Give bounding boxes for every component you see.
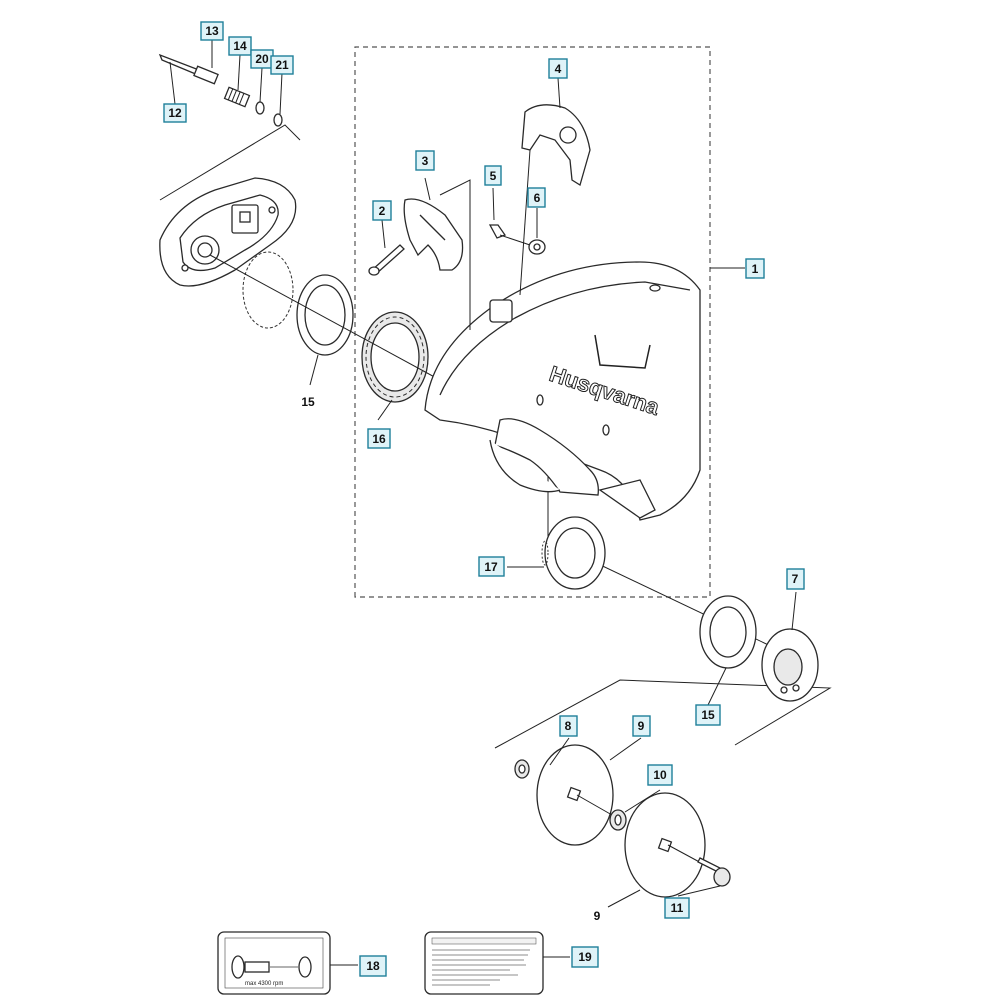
callout-4[interactable]: 4	[548, 58, 568, 79]
callout-20[interactable]: 20	[250, 49, 274, 69]
svg-text:12: 12	[168, 106, 182, 120]
part-4-bracket	[519, 104, 591, 296]
part-15-ring-upper	[296, 274, 354, 356]
axis-line-upper	[209, 254, 441, 381]
callout-15-upper: 15	[301, 395, 315, 409]
callout-21[interactable]: 21	[270, 55, 294, 75]
callout-1[interactable]: 1	[745, 258, 765, 279]
svg-text:14: 14	[233, 39, 247, 53]
svg-text:21: 21	[275, 58, 289, 72]
svg-text:11: 11	[671, 901, 684, 915]
callout-7[interactable]: 7	[786, 568, 805, 590]
callout-13[interactable]: 13	[200, 21, 224, 41]
callout-18[interactable]: 18	[359, 955, 387, 977]
part-15-ring-lower	[699, 595, 757, 669]
assembly-boundary	[354, 46, 711, 598]
svg-text:10: 10	[653, 768, 667, 782]
svg-text:8: 8	[565, 719, 572, 733]
svg-text:9: 9	[594, 909, 601, 923]
group-outline-upper	[159, 124, 301, 201]
decal-18-rpm: max 4300 rpm	[245, 981, 283, 987]
group-outline-lower	[494, 679, 832, 749]
svg-text:2: 2	[379, 204, 386, 218]
blade-guard: Husqvarna	[424, 261, 701, 521]
callout-17[interactable]: 17	[478, 556, 505, 577]
svg-text:6: 6	[534, 191, 541, 205]
callout-9-upper[interactable]: 9	[632, 715, 651, 737]
gasket-dashed	[242, 251, 294, 329]
back-plate-assembly	[159, 177, 297, 287]
part-3-bracket	[403, 179, 471, 330]
svg-text:13: 13	[205, 24, 219, 38]
part-2-screw	[368, 244, 405, 276]
callout-5[interactable]: 5	[484, 165, 502, 186]
svg-text:4: 4	[555, 62, 562, 76]
svg-text:19: 19	[578, 950, 592, 964]
callout-19[interactable]: 19	[571, 946, 599, 968]
svg-text:15: 15	[301, 395, 315, 409]
callout-14[interactable]: 14	[228, 36, 252, 56]
part-17-ring	[541, 516, 606, 590]
svg-text:5: 5	[490, 169, 497, 183]
part-9-disc-upper	[536, 744, 614, 846]
part-7-flange	[761, 628, 819, 702]
callout-2[interactable]: 2	[372, 200, 392, 221]
callout-9-lower: 9	[594, 909, 601, 923]
svg-text:18: 18	[366, 959, 380, 973]
callout-12[interactable]: 12	[163, 103, 187, 123]
part-11-bolt	[697, 857, 731, 887]
callout-8[interactable]: 8	[559, 715, 578, 737]
part-6-nut	[528, 239, 546, 255]
decal-18: max 4300 rpm	[217, 931, 331, 995]
part-5-screw	[488, 224, 531, 246]
part-16-bearing	[361, 311, 429, 403]
parts-12-21-fasteners	[158, 53, 283, 127]
callout-10[interactable]: 10	[647, 764, 673, 786]
svg-text:1: 1	[752, 262, 759, 276]
svg-text:17: 17	[484, 560, 498, 574]
svg-text:16: 16	[372, 432, 386, 446]
svg-text:15: 15	[701, 708, 715, 722]
svg-text:20: 20	[255, 52, 269, 66]
callout-15-lower[interactable]: 15	[695, 704, 721, 726]
decal-19	[424, 931, 544, 995]
callout-16[interactable]: 16	[367, 428, 391, 449]
svg-text:7: 7	[792, 572, 799, 586]
part-9-disc-lower	[624, 792, 706, 898]
svg-text:3: 3	[422, 154, 429, 168]
svg-text:9: 9	[638, 719, 645, 733]
callout-6[interactable]: 6	[527, 187, 546, 208]
callout-3[interactable]: 3	[415, 150, 435, 171]
part-10-washer	[609, 809, 627, 831]
callout-11[interactable]: 11	[664, 897, 690, 919]
part-8-washer	[514, 759, 530, 779]
